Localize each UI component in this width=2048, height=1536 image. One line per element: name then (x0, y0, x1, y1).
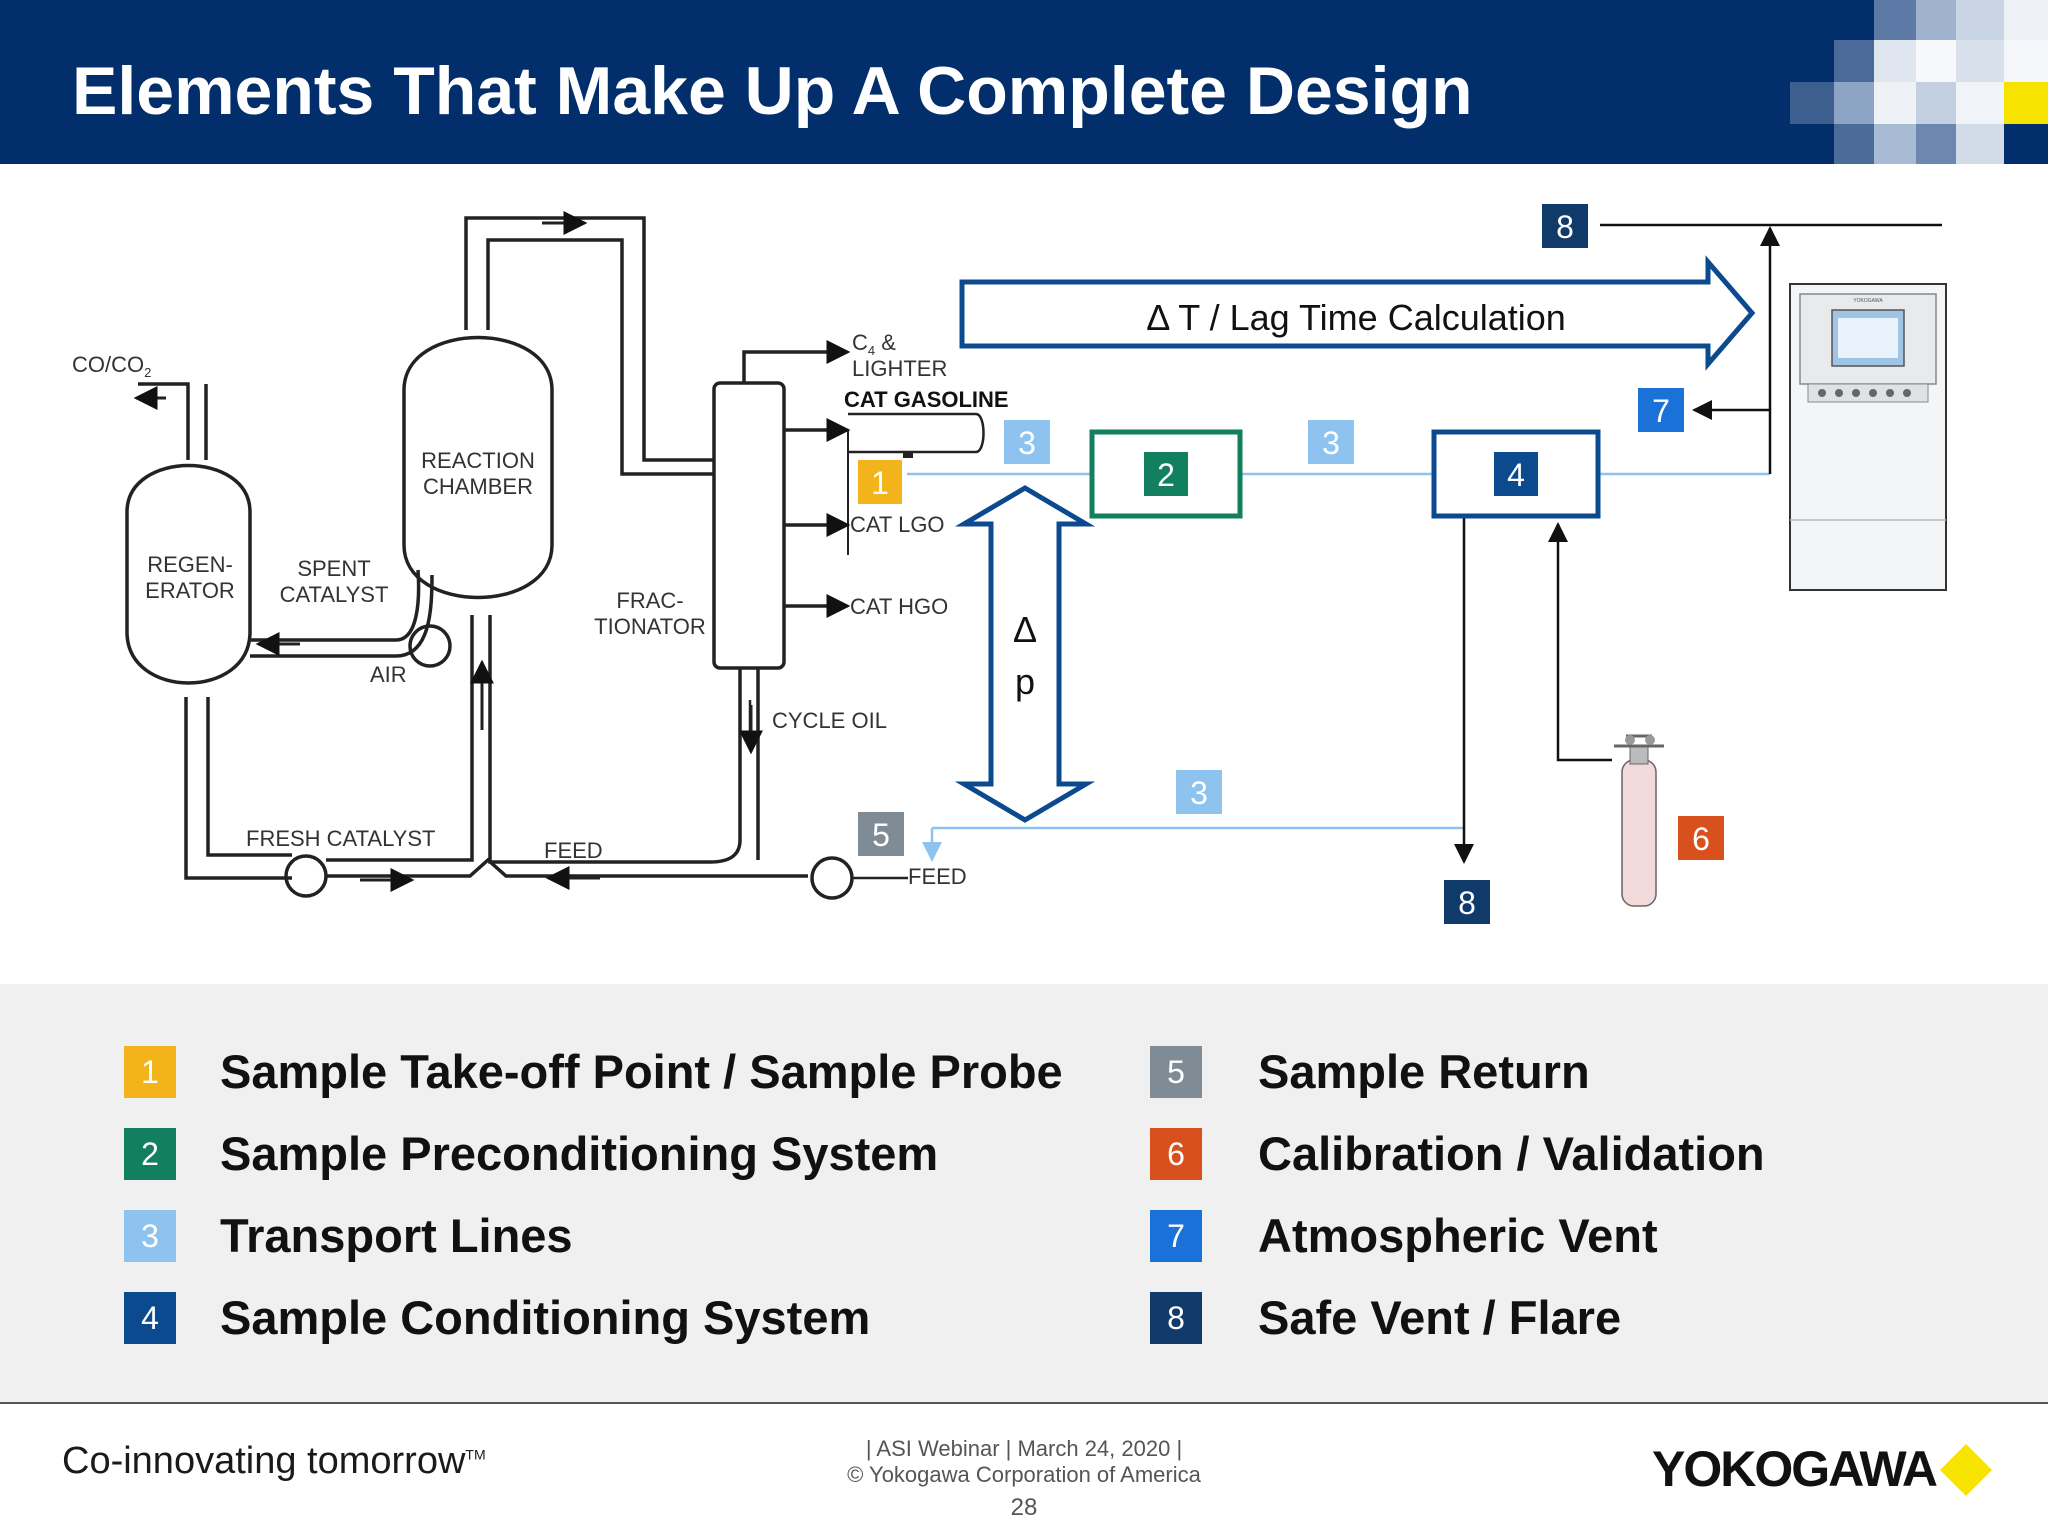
transport-lines (907, 472, 1770, 862)
lag-time-label: Δ T / Lag Time Calculation (1146, 297, 1566, 338)
svg-text:1: 1 (871, 465, 889, 501)
cycle-oil-label: CYCLE OIL (772, 708, 887, 733)
legend: 1 Sample Take-off Point / Sample Probe 2… (0, 984, 2048, 1402)
feed-outer-label: FEED (908, 864, 967, 889)
legend-badge: 6 (1150, 1128, 1202, 1180)
footer-divider (0, 1402, 2048, 1404)
conditioning-box (1431, 429, 1601, 519)
cat-lgo-label: CAT LGO (850, 512, 945, 537)
co-co2-label: CO/CO2 (72, 352, 151, 380)
badge-3b (1308, 420, 1354, 464)
legend-badge: 4 (124, 1292, 176, 1344)
legend-badge: 5 (1150, 1046, 1202, 1098)
badge-3a (1004, 420, 1050, 464)
legend-badge: 8 (1150, 1292, 1202, 1344)
legend-badge: 1 (124, 1046, 176, 1098)
delta-p-arrow (954, 485, 1096, 823)
gas-cylinder-icon (1614, 734, 1664, 907)
legend-badge: 2 (124, 1128, 176, 1180)
vent-lines (1454, 223, 1942, 864)
footer-copyright: © Yokogawa Corporation of America (847, 1462, 1201, 1487)
air-label: AIR (370, 662, 407, 687)
regenerator-vessel (125, 463, 252, 685)
svg-text:8: 8 (1458, 885, 1476, 921)
footer-event: | ASI Webinar | March 24, 2020 | (865, 1436, 1183, 1461)
legend-label: Safe Vent / Flare (1258, 1291, 1622, 1344)
feed-inner-label: FEED (544, 838, 603, 863)
fcc-process-sketch (125, 216, 908, 900)
cat-hgo-label: CAT HGO (850, 594, 948, 619)
svg-text:4: 4 (1507, 457, 1525, 493)
cat-gasoline-pipe (848, 412, 985, 454)
svg-text:7: 7 (1652, 393, 1670, 429)
header-bar: Elements That Make Up A Complete Design (0, 0, 2048, 164)
svg-text:3: 3 (1190, 775, 1208, 811)
legend-badge: 3 (124, 1210, 176, 1262)
footer-info: | ASI Webinar | March 24, 2020 | © Yokog… (724, 1436, 1324, 1488)
fractionator-label: FRAC-TIONATOR (594, 588, 706, 639)
svg-text:5: 5 (872, 817, 890, 853)
badge-3c (1176, 770, 1222, 814)
legend-label: Atmospheric Vent (1258, 1209, 1658, 1262)
cat-gasoline-label: CAT GASOLINE (844, 387, 1009, 412)
svg-text:8: 8 (1556, 209, 1574, 245)
page-number: 28 (1010, 1494, 1038, 1521)
legend-label: Transport Lines (220, 1209, 573, 1262)
c4-lighter-label: C4 &LIGHTER (852, 330, 947, 381)
legend-badge: 7 (1150, 1210, 1202, 1262)
process-flow-arrows (133, 211, 851, 892)
badge-6 (1678, 816, 1724, 860)
fresh-catalyst-label: FRESH CATALYST (246, 826, 435, 851)
regenerator-label: REGEN-ERATOR (145, 552, 235, 603)
svg-text:6: 6 (1692, 821, 1710, 857)
lag-time-arrow (959, 255, 1756, 371)
trademark-mark: TM (465, 1446, 486, 1463)
badge-1 (858, 460, 902, 504)
slide-title: Elements That Make Up A Complete Design (72, 53, 1473, 129)
badge-7 (1638, 388, 1684, 432)
svg-text:2: 2 (1157, 457, 1175, 493)
svg-text:3: 3 (1018, 425, 1036, 461)
badge-8-top (1542, 204, 1588, 248)
preconditioning-box (1089, 429, 1243, 519)
legend-label: Calibration / Validation (1258, 1127, 1765, 1180)
analyzer-cabinet: YOKOGAWA (1789, 283, 1947, 591)
legend-label: Sample Take-off Point / Sample Probe (220, 1045, 1063, 1098)
logo-diamond-icon (1940, 1444, 1992, 1496)
svg-text:3: 3 (1322, 425, 1340, 461)
legend-label: Sample Return (1258, 1045, 1590, 1098)
badge-2 (1144, 452, 1188, 496)
badge-8-bottom (1444, 880, 1490, 924)
legend-label: Sample Preconditioning System (220, 1127, 939, 1180)
legend-label: Sample Conditioning System (220, 1291, 871, 1344)
analyzer-brand: YOKOGAWA (1853, 298, 1883, 304)
badge-5 (858, 812, 904, 856)
footer-tagline: Co-innovating tomorrowTM (62, 1440, 486, 1482)
yokogawa-logo: YOKOGAWA (1652, 1441, 1938, 1497)
header-pixel-decoration (1790, 0, 2048, 164)
badge-4 (1494, 452, 1538, 496)
fractionator-column (712, 381, 786, 670)
